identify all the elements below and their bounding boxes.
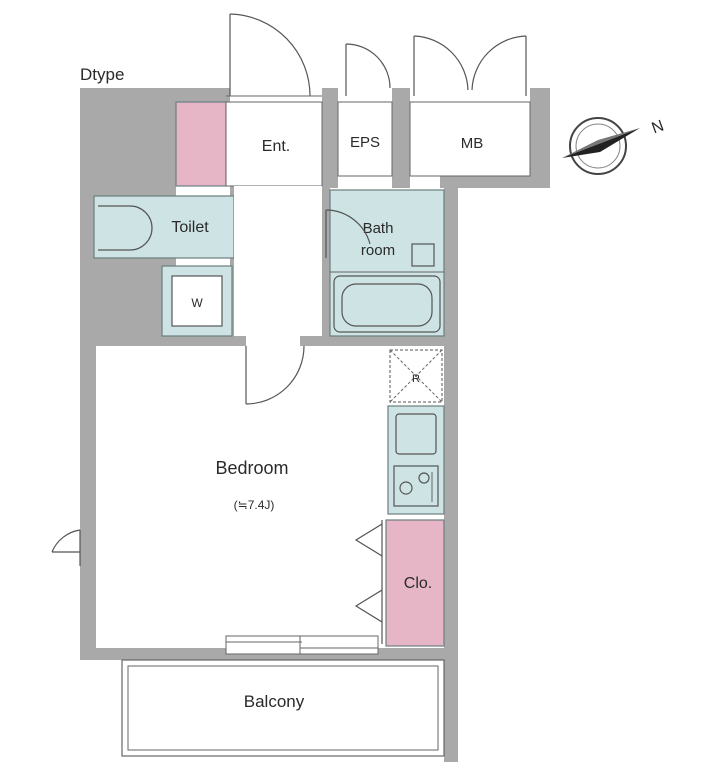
balcony-label: Balcony [244, 692, 305, 711]
bathroom-door [325, 209, 371, 258]
bathtub [333, 275, 441, 333]
eps-door [345, 43, 391, 96]
mb-double-door [413, 35, 527, 96]
fridge [389, 349, 443, 403]
stove [393, 465, 439, 507]
entrance-area [225, 101, 323, 187]
washer-box [171, 275, 223, 327]
bathroom [329, 189, 445, 337]
mb-room [409, 101, 531, 177]
eps-room [337, 101, 393, 177]
bathroom-label-line2: room [361, 242, 395, 259]
balcony-rail [127, 665, 439, 751]
compass-north-label: N [650, 117, 667, 137]
plan-type-label: Dtype [80, 65, 124, 84]
corridor [234, 186, 322, 336]
compass-icon [562, 117, 640, 175]
bedroom-door [245, 345, 305, 405]
bath-sink [411, 243, 435, 267]
fridge-label: R [412, 373, 420, 385]
kitchen-sink [395, 413, 437, 455]
bedroom [96, 346, 386, 648]
bedroom-size-label: (≒7.4J) [234, 498, 275, 512]
shoe-storage [175, 101, 227, 187]
toilet-room [93, 195, 235, 259]
entrance-label: Ent. [262, 138, 290, 155]
balcony-window [225, 635, 379, 655]
toilet-fixture [98, 205, 153, 251]
bathtub-basin [341, 283, 433, 327]
eps-label: EPS [350, 134, 380, 151]
kitchen-counter [387, 405, 445, 515]
bedroom-label: Bedroom [215, 458, 288, 478]
bathroom-label-line1: Bath [363, 220, 394, 237]
balcony [121, 659, 445, 757]
mb-label: MB [461, 135, 484, 152]
closet-doors [354, 520, 383, 644]
toilet-label: Toilet [171, 219, 209, 236]
side-door [51, 529, 81, 566]
washer-label: W [191, 296, 203, 310]
closet-label: Clo. [404, 575, 432, 592]
entrance-door [226, 13, 322, 97]
closet [385, 519, 445, 647]
